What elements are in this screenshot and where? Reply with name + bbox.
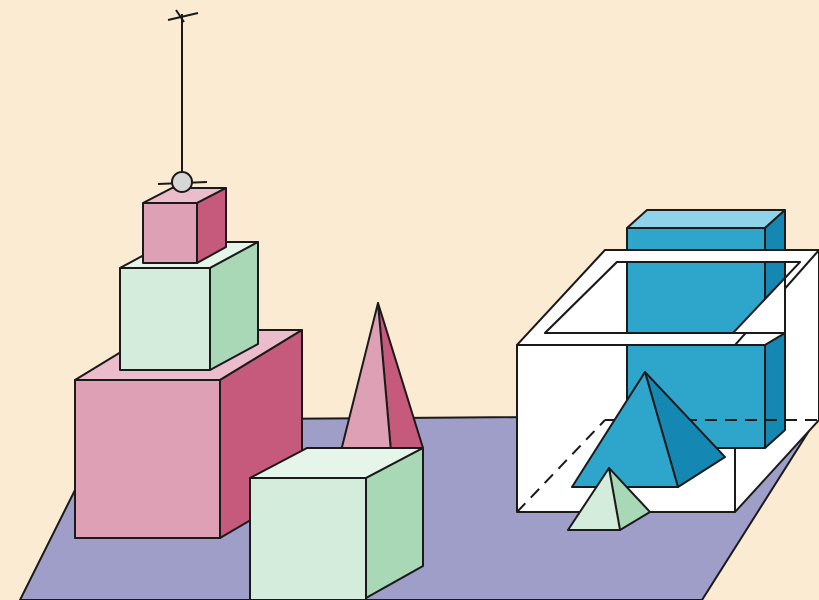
- blue-prism-side-lower: [764, 332, 786, 449]
- blue-prism-top: [626, 209, 786, 229]
- hidden-edge-1: [516, 419, 606, 513]
- pink-pyramid: [337, 302, 424, 464]
- large-pink-cube-front: [74, 379, 221, 539]
- small-mint-pyramid: [567, 467, 651, 531]
- open-box-rim-left: [544, 261, 628, 334]
- front-mint-cube: [249, 447, 424, 600]
- sphere-icon: [171, 171, 193, 193]
- stacked-tower: [74, 9, 303, 539]
- small-pink-cube-front: [142, 202, 198, 264]
- open-box-rim-right: [732, 261, 801, 334]
- small-pink-cube: [142, 187, 227, 264]
- small-mint-pyramid-front: [567, 467, 621, 531]
- front-mint-cube-front: [249, 477, 367, 600]
- medium-mint-cube-front: [119, 267, 211, 371]
- antenna-icon: [157, 9, 208, 193]
- transparent-box-group: [516, 209, 819, 531]
